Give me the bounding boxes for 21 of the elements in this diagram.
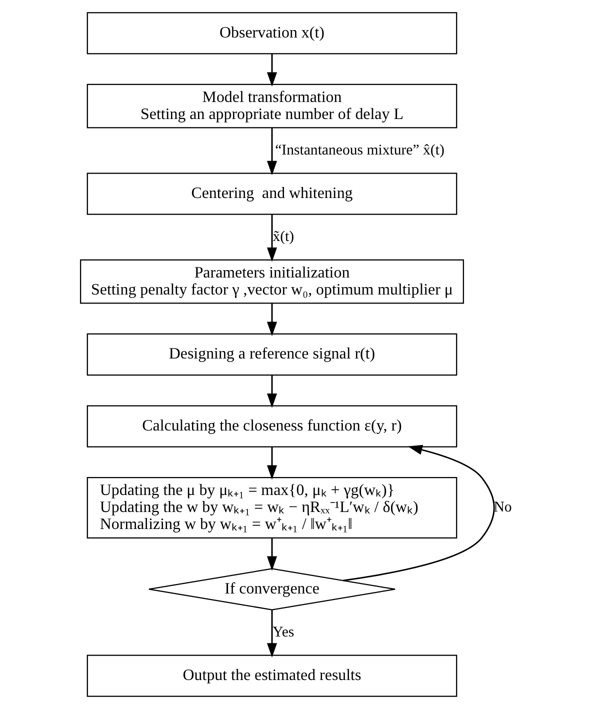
arrow [266, 447, 278, 480]
node-box: Parameters initialization Setting penalty factor γ ,vector w₀, optimum multiplier μ [80, 259, 464, 304]
arrow [266, 538, 278, 571]
edge-label: x̃(t) [272, 229, 294, 245]
arrow [266, 304, 278, 336]
arrow [266, 54, 278, 87]
node-box: Observation x(t) [86, 12, 458, 54]
node-box: Designing a reference signal r(t) [86, 333, 458, 376]
arrow [266, 375, 278, 408]
node-box: Centering and whitening [86, 172, 458, 215]
arrow [266, 214, 278, 262]
arrow [343, 444, 495, 582]
node-box: Updating the μ by μₖ₊₁ = max{0, μₖ + γg(wₖ)} Updating the w by wₖ₊₁ = wₖ − ηRₓₓ⁻¹L′wₖ / δ(wₖ) Normalizing w by wₖ₊₁ = w⁺ₖ₊₁ / ‖w⁺ₖ₊₁‖ [86, 477, 458, 539]
node-diamond: If convergence [148, 568, 396, 610]
edge-label: Yes [272, 624, 294, 640]
node-box: Model transformation Setting an appropriate number of delay L [86, 84, 458, 128]
node-box: Output the estimated results [86, 654, 458, 697]
arrow [266, 610, 278, 658]
edge-label: “Instantaneous mixture” x̂(t) [275, 142, 444, 158]
node-box: Calculating the closeness function ε(y, r) [86, 405, 458, 448]
arrow [266, 128, 278, 176]
